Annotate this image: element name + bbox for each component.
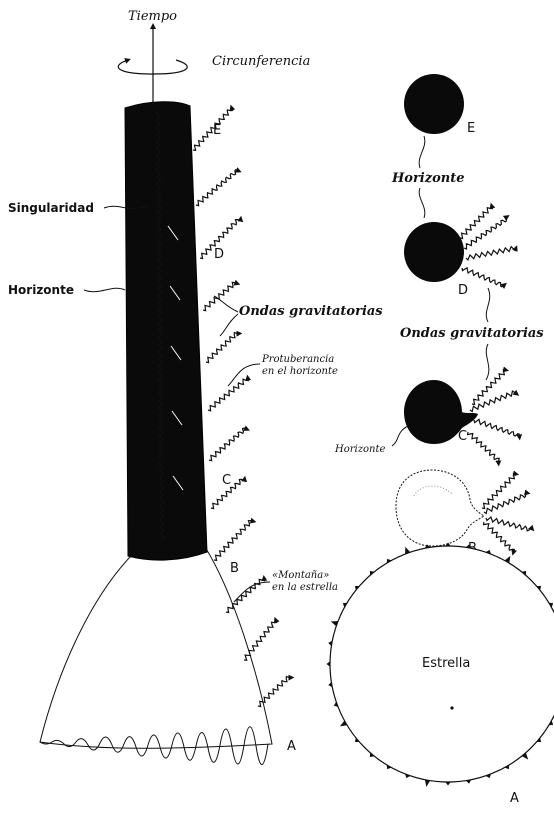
- right-wave-3: [460, 206, 492, 239]
- left-wave-6: [209, 428, 247, 461]
- gravitational-waves-label-left: Ondas gravitatorias: [239, 304, 383, 319]
- left-wave-11: [258, 677, 291, 707]
- snapshot-sequence: E Horizonte D Ondas gravitatorias C Hori…: [327, 74, 554, 806]
- stage-letter-e-right: E: [467, 121, 475, 136]
- horizon-label-right-top: Horizonte: [391, 171, 465, 186]
- left-wave-4: [206, 333, 239, 363]
- bulge-leader: [228, 364, 260, 386]
- left-wave-8: [214, 521, 254, 561]
- black-hole-tube: [125, 102, 207, 560]
- star-bump-10: [425, 780, 430, 786]
- star-center-dot: [450, 706, 453, 709]
- right-wave-6: [468, 432, 500, 464]
- stage-letter-a-left: A: [287, 739, 296, 754]
- horizon-label-right-small: Horizonte: [334, 444, 385, 455]
- star-bump-9: [446, 782, 451, 785]
- right-wave-5: [474, 419, 520, 437]
- snapshot-d-black-hole: [404, 222, 464, 282]
- right-wave-2: [462, 268, 505, 287]
- time-axis-label: Tiempo: [128, 9, 177, 24]
- stage-letter-e-left: E: [213, 123, 221, 138]
- right-wave-1: [466, 247, 516, 260]
- star-label: Estrella: [422, 656, 470, 671]
- gw-leader-right-down: [486, 344, 489, 380]
- gravitational-waves-label-right: Ondas gravitatorias: [400, 326, 544, 341]
- stage-letter-d-right: D: [458, 283, 468, 298]
- horizon-leader-right-top-down: [419, 188, 425, 218]
- spacetime-diagram: Tiempo Circunferencia E D C B A Singular…: [8, 9, 383, 765]
- right-wave-11: [482, 474, 516, 509]
- snapshot-b-collapsing-star: [396, 470, 484, 546]
- left-wave-3: [203, 282, 237, 310]
- gw-leader-left-1: [214, 296, 238, 312]
- singularity-label: Singularidad: [8, 201, 94, 215]
- horizon-leader-right-small: [392, 426, 408, 446]
- right-wave-0: [464, 217, 507, 249]
- left-wave-5: [208, 378, 248, 411]
- stage-letter-c-left: C: [222, 473, 231, 488]
- left-wave-1: [196, 170, 239, 206]
- right-wave-4: [470, 391, 517, 411]
- bulge-label-line1: Protuberancia: [261, 354, 334, 365]
- snapshot-e-black-hole: [404, 74, 464, 134]
- horizon-label-left: Horizonte: [8, 283, 74, 297]
- collapsing-star-cone: [40, 547, 272, 748]
- stage-letter-d-left: D: [214, 247, 224, 262]
- stage-letter-b-left: B: [230, 561, 239, 576]
- horizon-leader-right-top-up: [419, 136, 425, 168]
- mountain-label-line2: en la estrella: [272, 582, 338, 593]
- star-bump-18: [327, 662, 330, 667]
- circumference-label: Circunferencia: [212, 54, 310, 69]
- right-gravitational-waves: [460, 206, 532, 553]
- right-wave-8: [484, 493, 528, 514]
- horizon-leader-left: [84, 288, 125, 291]
- stage-letter-c-right: C: [458, 429, 467, 444]
- gw-leader-right-up: [486, 288, 489, 322]
- mountain-leader: [234, 582, 270, 602]
- mountain-label-line1: «Montaña»: [272, 570, 329, 581]
- bulge-label-line2: en el horizonte: [262, 366, 338, 377]
- stage-letter-a-right: A: [510, 791, 519, 806]
